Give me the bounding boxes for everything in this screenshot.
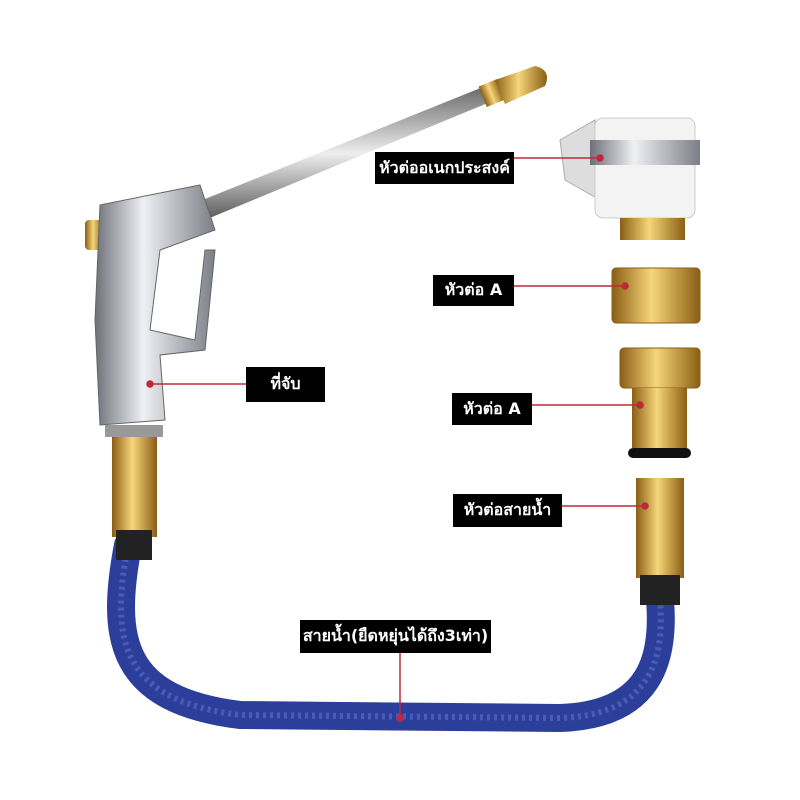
label-hose: สายน้ำ(ยืดหยุ่นได้ถึง3เท่า) — [300, 620, 491, 653]
label-connector-a-top: หัวต่อ A — [433, 275, 514, 306]
connector-a-bottom-part — [619, 347, 701, 458]
leader-lines — [146, 154, 649, 722]
spray-gun — [85, 184, 216, 560]
hose-connector-part — [636, 478, 684, 605]
label-multi-purpose-connector: หัวต่ออเนกประสงค์ — [375, 152, 514, 184]
multi-purpose-connector — [559, 117, 700, 240]
connector-a-top-part — [611, 267, 701, 324]
spray-lance — [190, 66, 548, 222]
label-handle: ที่จับ — [246, 367, 325, 402]
label-hose-connector: หัวต่อสายน้ำ — [453, 494, 562, 527]
label-connector-a-bottom: หัวต่อ A — [452, 393, 532, 425]
